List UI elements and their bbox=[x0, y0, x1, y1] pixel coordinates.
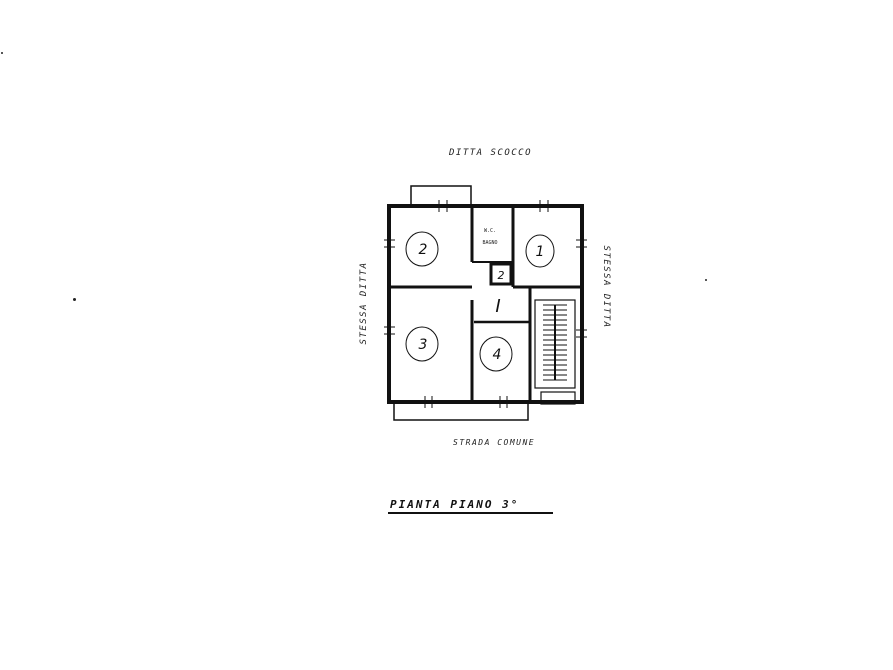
room-2-marker bbox=[405, 231, 439, 267]
room-3-marker bbox=[405, 326, 439, 362]
speck bbox=[1, 52, 3, 54]
room-2-number: 2 bbox=[419, 242, 428, 258]
room-4-marker bbox=[479, 336, 513, 372]
outer-wall bbox=[387, 204, 584, 404]
balcony-north bbox=[410, 185, 472, 208]
staircase bbox=[534, 299, 576, 389]
speck bbox=[73, 298, 76, 301]
room-3-number: 3 bbox=[419, 337, 428, 353]
wc-label: W.C. bbox=[484, 228, 496, 234]
label-street: STRADA COMUNE bbox=[453, 438, 536, 447]
stair-treads bbox=[543, 304, 567, 381]
room-1-number: 1 bbox=[536, 244, 545, 260]
corridor-label: I bbox=[495, 296, 500, 317]
label-north-neighbor: DITTA SCOCCO bbox=[449, 148, 533, 158]
shaft bbox=[489, 262, 513, 286]
room-4-number: 4 bbox=[493, 347, 502, 363]
title-underline bbox=[388, 512, 553, 514]
bath-number: 2 bbox=[498, 269, 505, 282]
room-1-marker bbox=[525, 234, 555, 268]
plan-title: PIANTA PIANO 3° bbox=[390, 498, 520, 511]
bath-label: BAGNO bbox=[482, 240, 497, 246]
speck bbox=[705, 279, 707, 281]
balcony-south bbox=[393, 401, 529, 421]
opening-ticks bbox=[384, 200, 587, 408]
landing bbox=[540, 391, 576, 405]
